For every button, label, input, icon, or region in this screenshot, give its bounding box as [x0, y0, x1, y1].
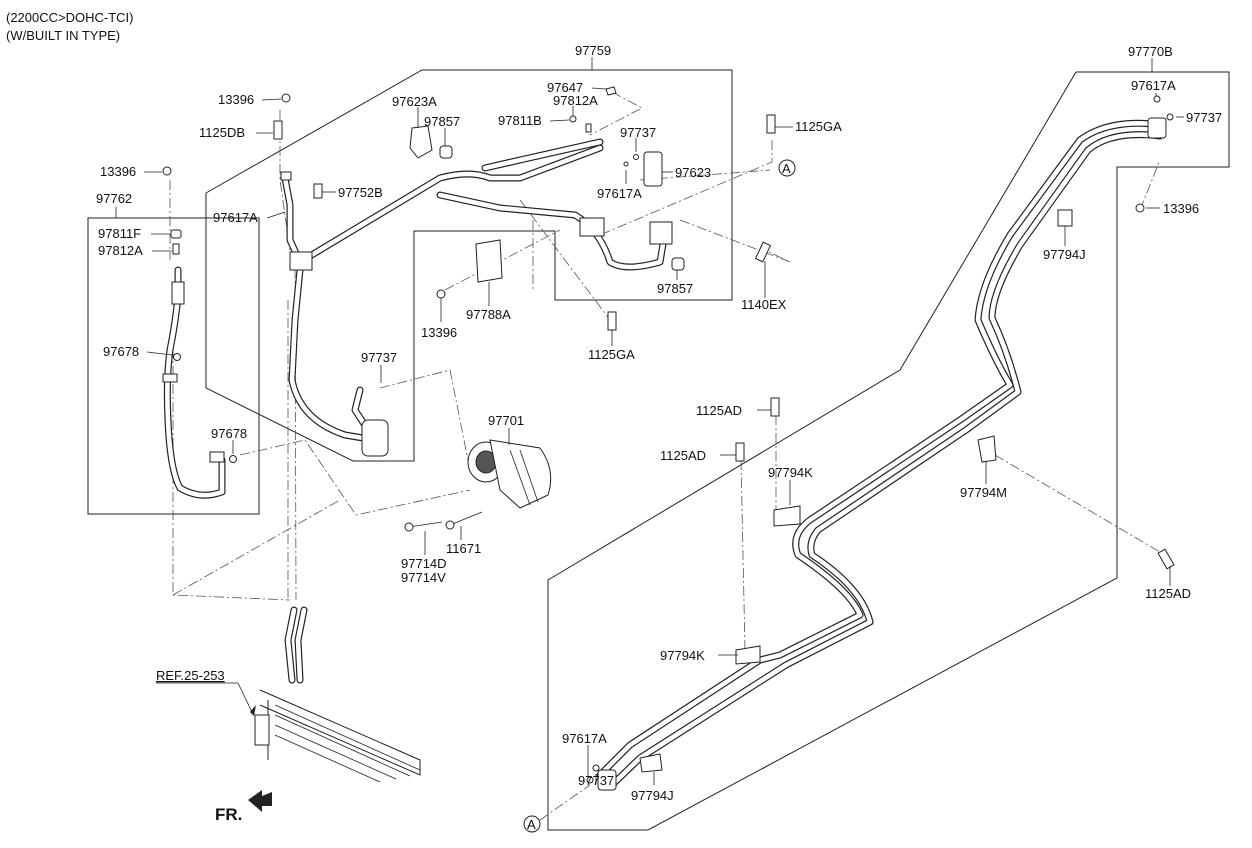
- label-97737-c: 97737: [1186, 110, 1222, 125]
- label-97794j-a: 97794J: [1043, 247, 1086, 262]
- bolt-1125ga-a: [766, 114, 776, 134]
- label-1125ad-c: 1125AD: [1145, 586, 1191, 601]
- marker-a-bottom-label: A: [527, 817, 536, 832]
- header-engine-spec: (2200CC>DOHC-TCI): [6, 10, 134, 25]
- bolt-1125ad-c: [1157, 548, 1175, 570]
- label-11671: 11671: [446, 541, 481, 556]
- clip-97794j-b: [639, 753, 663, 773]
- valve-97752b: [313, 183, 323, 199]
- frame-97762: [87, 207, 260, 515]
- clip-97794j-a: [1057, 209, 1073, 227]
- label-97714v: 97714V: [401, 570, 446, 585]
- bolt-1125ad-a: [770, 397, 780, 417]
- pipe-97759: [280, 86, 685, 457]
- label-97811f: 97811F: [98, 226, 141, 241]
- clip-97794k-b: [735, 645, 761, 665]
- oring-97678-a: [173, 353, 181, 361]
- label-1125ga-a: 1125GA: [795, 119, 842, 134]
- label-97857-b: 97857: [657, 281, 693, 296]
- header-type-spec: (W/BUILT IN TYPE): [6, 28, 120, 43]
- label-97647: 97647: [547, 80, 583, 95]
- bolt-1125ga-b: [607, 311, 617, 331]
- core-97812a: [172, 243, 180, 255]
- label-1125ga-b: 1125GA: [588, 347, 635, 362]
- marker-a-top: A: [778, 159, 796, 177]
- label-97617a-c: 97617A: [1131, 78, 1176, 93]
- cap-97811f: [170, 229, 182, 239]
- nut-13396-b: [162, 166, 172, 176]
- label-97770b: 97770B: [1128, 44, 1173, 59]
- label-13396-b: 13396: [100, 164, 136, 179]
- label-97759: 97759: [575, 43, 611, 58]
- label-1125ad-b: 1125AD: [660, 448, 706, 463]
- label-ref-25-253: REF.25-253: [156, 668, 225, 683]
- compressor-97701: [467, 439, 552, 509]
- nut-13396-d: [1135, 203, 1145, 213]
- label-97811b: 97811B: [498, 113, 542, 128]
- clamp-97623a: [409, 125, 433, 159]
- label-97737-a: 97737: [620, 125, 656, 140]
- label-97678-a: 97678: [103, 344, 139, 359]
- label-97617a-b: 97617A: [213, 210, 258, 225]
- label-97623: 97623: [675, 165, 711, 180]
- label-97737-d: 97737: [578, 773, 614, 788]
- label-1125ad-a: 1125AD: [696, 403, 742, 418]
- label-97857-a: 97857: [424, 114, 460, 129]
- label-1125db: 1125DB: [199, 125, 245, 140]
- bracket-upper-b: [649, 221, 673, 245]
- label-97752b: 97752B: [338, 185, 383, 200]
- bolt-1140ex: [754, 241, 772, 263]
- clip-97794k-a: [773, 505, 801, 527]
- part-labels: 97759 97770B 13396 1125DB 13396 97762 97…: [96, 43, 1222, 824]
- oring-97678-b: [229, 455, 237, 463]
- label-97617a-a: 97617A: [597, 186, 642, 201]
- marker-a-top-label: A: [782, 161, 791, 176]
- label-97617a-d: 97617A: [562, 731, 607, 746]
- label-13396-a: 13396: [218, 92, 254, 107]
- label-97623a: 97623A: [392, 94, 437, 109]
- label-97812a-a: 97812A: [98, 243, 143, 258]
- marker-a-bottom: A: [523, 815, 541, 833]
- bolt-1125ad-b: [735, 442, 745, 462]
- label-97762: 97762: [96, 191, 132, 206]
- oring-97617a-d: [586, 776, 594, 784]
- bracket-upper-a: [579, 217, 605, 237]
- label-13396-c: 13396: [421, 325, 457, 340]
- pipe-97762: [162, 229, 237, 499]
- label-leaders: [144, 87, 1184, 785]
- label-97794k-a: 97794K: [768, 465, 813, 480]
- cap-97857-a: [439, 145, 453, 159]
- condenser-ref: [156, 606, 421, 783]
- label-97812a-b: 97812A: [553, 93, 598, 108]
- label-97788a: 97788A: [466, 307, 511, 322]
- muffler-block: [361, 419, 389, 457]
- label-97794j-b: 97794J: [631, 788, 674, 803]
- label-97794m: 97794M: [960, 485, 1007, 500]
- oring-97737-c: [1166, 113, 1174, 121]
- label-97678-b: 97678: [211, 426, 247, 441]
- nut-13396-c: [436, 289, 446, 299]
- label-97794k-b: 97794K: [660, 648, 705, 663]
- block-97788a: [475, 239, 503, 283]
- dashed-leaders: [169, 91, 1166, 821]
- label-97737-b: 97737: [361, 350, 397, 365]
- nut-13396-a: [281, 93, 291, 103]
- label-97701: 97701: [488, 413, 524, 428]
- front-direction-arrow-icon: [248, 790, 272, 812]
- receiver-97623: [643, 151, 663, 187]
- frame-97770b: [547, 58, 1230, 831]
- bolts: [162, 93, 1175, 570]
- label-97714d: 97714D: [401, 556, 447, 571]
- cap-97857-b: [671, 257, 685, 271]
- bolt-1125db: [273, 120, 283, 140]
- label-1140ex: 1140EX: [741, 297, 787, 312]
- oring-97617a-c: [1153, 95, 1161, 103]
- clip-97794m: [977, 435, 997, 463]
- label-fr: FR.: [215, 805, 242, 824]
- pipe-97770b: [586, 95, 1174, 791]
- label-13396-d: 13396: [1163, 201, 1199, 216]
- frame-97759: [205, 57, 733, 462]
